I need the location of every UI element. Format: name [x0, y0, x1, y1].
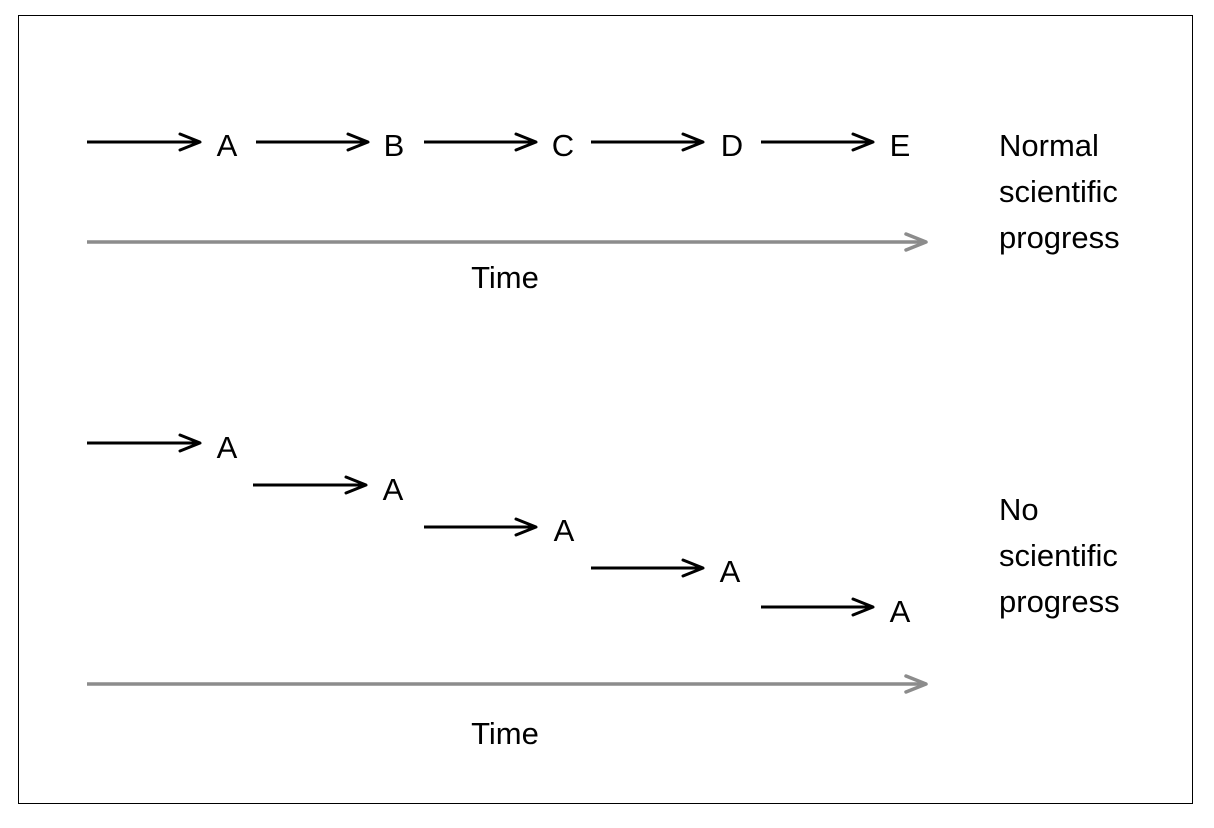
progress-arrow-4 [591, 132, 705, 152]
node-label: C [552, 128, 574, 163]
node-label: A [554, 513, 575, 548]
no-progress-arrows [87, 433, 875, 617]
progress-arrow-5-head [851, 132, 875, 152]
time-axis-label: Time [471, 716, 539, 751]
progress-arrow-4-head [681, 558, 705, 578]
node-label: A [383, 472, 404, 507]
node-label: A [720, 554, 741, 589]
node-label: D [721, 128, 743, 163]
progress-arrow-2 [256, 132, 370, 152]
panel-caption-line: Normal [999, 128, 1099, 163]
node-label: E [890, 128, 911, 163]
progress-arrow-2-head [346, 132, 370, 152]
progress-arrow-4-head [681, 132, 705, 152]
time-arrow [87, 232, 928, 252]
progress-arrow-3-head [514, 132, 538, 152]
time-axis-label: Time [471, 260, 539, 295]
panel-caption-line: No [999, 492, 1039, 527]
time-arrow-head [904, 232, 928, 252]
progress-arrow-5-head [851, 597, 875, 617]
progress-arrow-5 [761, 597, 875, 617]
time-axis-arrow [87, 232, 928, 252]
diagram-frame [18, 15, 1193, 804]
progress-arrow-5 [761, 132, 875, 152]
panel-no-progress: A A A A A Time No scientific progress [87, 430, 1120, 751]
node-label: A [217, 430, 238, 465]
panel-caption-line: scientific [999, 174, 1118, 209]
progress-arrow-1 [87, 132, 202, 152]
time-arrow [87, 674, 928, 694]
panel-caption-line: progress [999, 584, 1120, 619]
panel-caption-line: scientific [999, 538, 1118, 573]
panel-normal-progress: A B C D E Time Normal scientific progres… [87, 128, 1120, 295]
progress-arrow-4 [591, 558, 705, 578]
progress-arrow-1-head [178, 132, 202, 152]
node-label: B [384, 128, 405, 163]
time-axis-arrow [87, 674, 928, 694]
time-arrow-head [904, 674, 928, 694]
panel-caption-line: progress [999, 220, 1120, 255]
progress-arrow-3 [424, 132, 538, 152]
progress-arrow-3-head [514, 517, 538, 537]
progress-arrow-3 [424, 517, 538, 537]
progress-arrow-2 [253, 475, 368, 495]
progress-arrow-2-head [344, 475, 368, 495]
node-label: A [890, 594, 911, 629]
progress-arrow-1 [87, 433, 202, 453]
node-label: A [217, 128, 238, 163]
progress-arrow-1-head [178, 433, 202, 453]
normal-progress-arrows [87, 132, 875, 152]
